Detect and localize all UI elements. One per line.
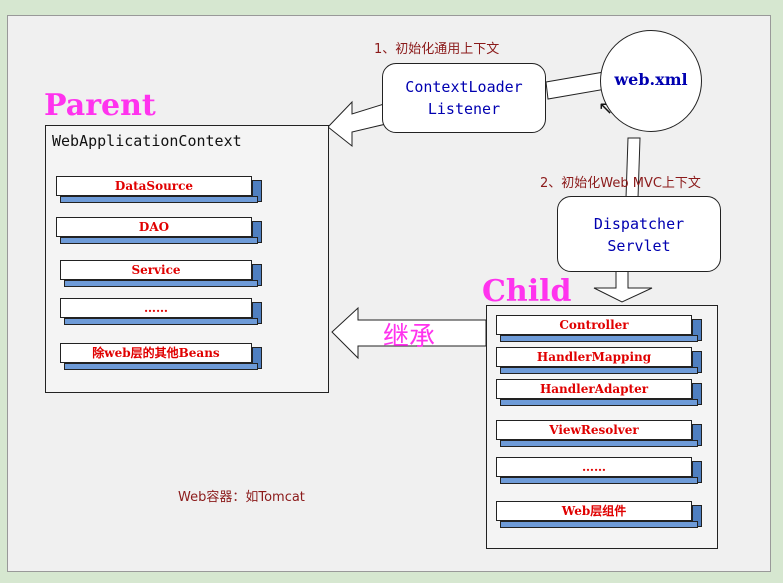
step2-note: 2、初始化Web MVC上下文 — [540, 176, 701, 191]
bean-label: Controller — [496, 315, 692, 335]
dispatcher-servlet: Dispatcher Servlet — [557, 196, 721, 272]
container-note: Web容器：如Tomcat — [178, 490, 305, 505]
inherit-label: 继承 — [383, 322, 436, 352]
bean-label: HandlerAdapter — [496, 379, 692, 399]
listener-line2: Listener — [427, 100, 501, 118]
parent-bean-0: DataSource — [56, 176, 262, 203]
bean-label: DataSource — [56, 176, 252, 196]
listener-line1: ContextLoader — [405, 78, 523, 96]
child-bean-0: Controller — [496, 315, 702, 342]
child-bean-4: …… — [496, 457, 702, 484]
parent-bean-2: Service — [60, 260, 262, 287]
webxml-connector — [545, 71, 607, 100]
child-bean-3: ViewResolver — [496, 420, 702, 447]
arrow-to-parent — [327, 100, 387, 148]
bean-label: ViewResolver — [496, 420, 692, 440]
parent-context-title: WebApplicationContext — [52, 132, 242, 150]
bean-label: …… — [60, 298, 252, 318]
cursor-icon: ↖ — [598, 98, 614, 119]
bean-label: Web层组件 — [496, 501, 692, 521]
webxml-circle: web.xml — [600, 30, 702, 132]
step1-note: 1、初始化通用上下文 — [374, 42, 500, 57]
parent-bean-4: 除web层的其他Beans — [60, 343, 262, 370]
context-loader-listener: ContextLoader Listener — [382, 63, 546, 133]
arrow-to-child — [593, 269, 653, 303]
child-bean-1: HandlerMapping — [496, 347, 702, 374]
bean-label: Service — [60, 260, 252, 280]
parent-title: Parent — [44, 88, 156, 123]
parent-bean-3: …… — [60, 298, 262, 325]
bean-label: …… — [496, 457, 692, 477]
child-bean-5: Web层组件 — [496, 501, 702, 528]
child-title: Child — [482, 274, 572, 309]
bean-label: 除web层的其他Beans — [60, 343, 252, 363]
bean-label: HandlerMapping — [496, 347, 692, 367]
bean-label: DAO — [56, 217, 252, 237]
dispatcher-line2: Servlet — [607, 237, 671, 255]
child-bean-2: HandlerAdapter — [496, 379, 702, 406]
parent-bean-1: DAO — [56, 217, 262, 244]
dispatcher-line1: Dispatcher — [593, 215, 685, 233]
